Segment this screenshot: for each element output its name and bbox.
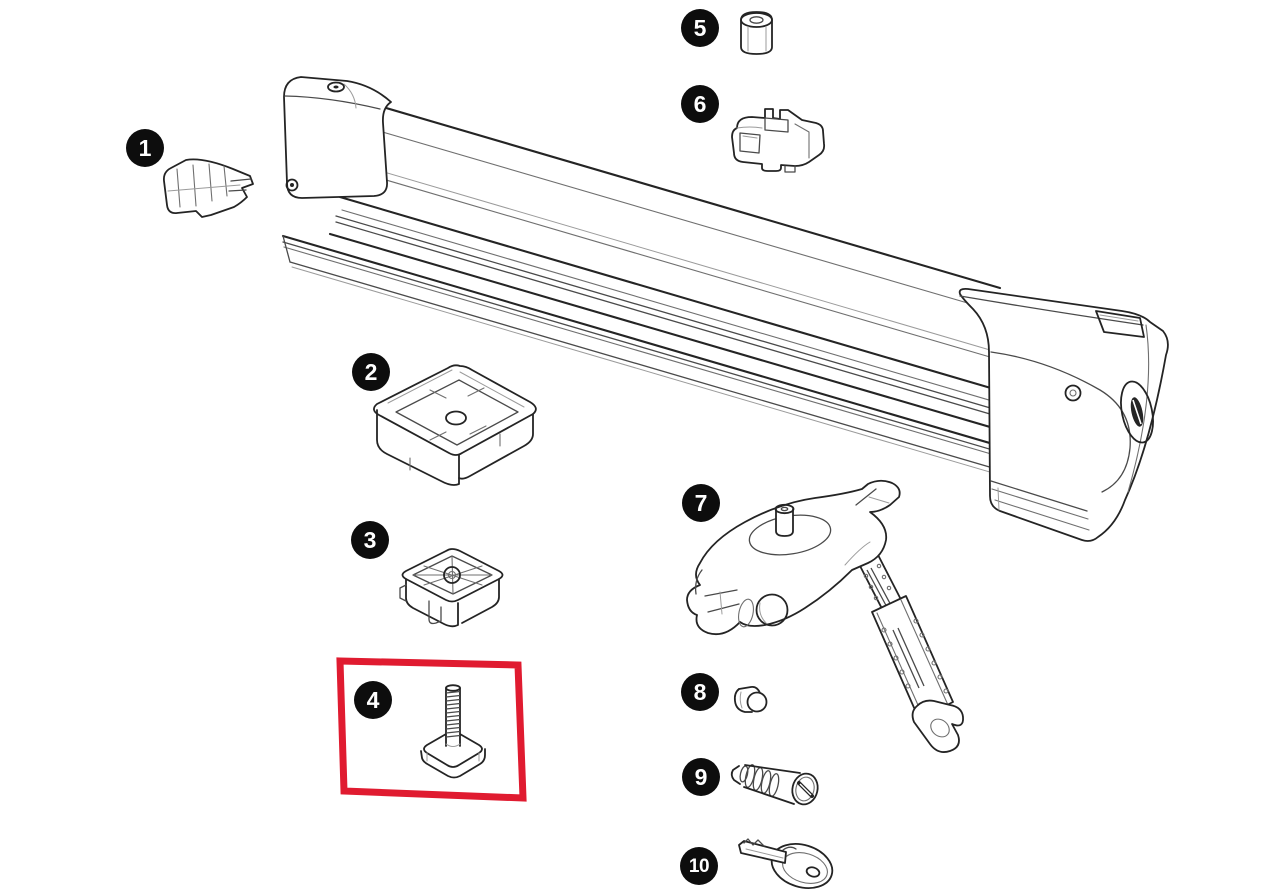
part-badge-2-label: 2 — [364, 358, 378, 385]
part-2-adapter-tray-drawing — [373, 364, 537, 486]
part-4-t-bolt-drawing — [420, 684, 486, 779]
part-badge-10-label: 10 — [688, 855, 710, 877]
part-badge-5[interactable]: 5 — [681, 9, 719, 47]
part-10-key-drawing — [738, 838, 834, 889]
part-3-spacer-block-drawing — [399, 548, 504, 628]
part-6-clamp-bracket-drawing — [731, 108, 826, 173]
part-8-plug-drawing — [733, 685, 768, 713]
part-badge-1-label: 1 — [138, 134, 152, 161]
part-badge-5-label: 5 — [693, 14, 707, 41]
part-badge-9-label: 9 — [694, 763, 708, 790]
part-badge-8-label: 8 — [693, 678, 707, 705]
part-1-end-cap-clip-drawing — [162, 158, 254, 218]
part-7-mounting-foot-drawing — [686, 479, 964, 753]
part-badge-10[interactable]: 10 — [680, 847, 718, 885]
part-badge-6[interactable]: 6 — [681, 85, 719, 123]
part-badge-7-label: 7 — [694, 489, 708, 516]
part-badge-8[interactable]: 8 — [681, 673, 719, 711]
part-badge-3[interactable]: 3 — [351, 521, 389, 559]
part-badge-4[interactable]: 4 — [354, 681, 392, 719]
carrier-bar-drawing — [281, 76, 1169, 542]
part-badge-2[interactable]: 2 — [352, 353, 390, 391]
part-9-lock-cylinder-drawing — [730, 764, 819, 806]
part-badge-4-label: 4 — [366, 686, 380, 713]
part-badge-6-label: 6 — [693, 90, 707, 117]
bar-left-end-cap — [283, 76, 392, 199]
part-badge-9[interactable]: 9 — [682, 758, 720, 796]
part-badge-3-label: 3 — [363, 526, 377, 553]
part-badge-7[interactable]: 7 — [682, 484, 720, 522]
part-5-hex-nut-drawing — [740, 11, 773, 55]
selected-part-highlight-box — [336, 657, 527, 802]
part-badge-1[interactable]: 1 — [126, 129, 164, 167]
bar-right-end-cap — [958, 287, 1169, 542]
